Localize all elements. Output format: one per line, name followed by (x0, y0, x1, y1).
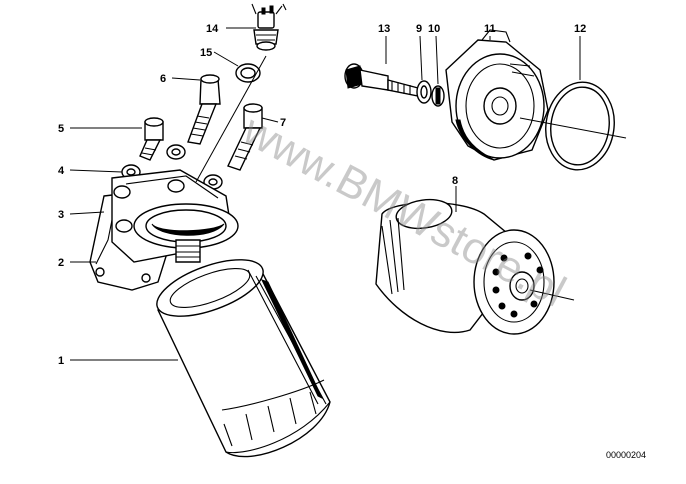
oil-filter-1 (156, 259, 331, 458)
filter-cover-11 (445, 29, 549, 161)
callout-10: 10 (428, 23, 440, 35)
callout-3: 3 (58, 209, 64, 221)
screw-7 (227, 103, 263, 171)
seal-10 (431, 85, 445, 107)
callout-9: 9 (416, 23, 422, 35)
oil-pressure-switch (251, 3, 287, 51)
callout-13: 13 (378, 23, 390, 35)
callout-8: 8 (452, 175, 458, 187)
leader-lines (69, 27, 627, 361)
callout-7: 7 (280, 117, 286, 129)
sealing-ring-9 (416, 80, 432, 104)
callout-5: 5 (58, 123, 64, 135)
valve-bolt-13 (344, 63, 419, 97)
screw-5 (139, 117, 164, 161)
o-ring-12 (545, 81, 615, 171)
callout-12: 12 (574, 23, 586, 35)
callout-14: 14 (206, 23, 219, 35)
sealing-ring-15 (235, 63, 261, 83)
callout-4: 4 (58, 165, 65, 177)
oil-filter-8 (375, 198, 555, 335)
callout-11: 11 (484, 23, 496, 35)
callout-labels: 1 2 3 4 5 6 7 8 9 10 11 12 13 14 15 (58, 23, 586, 367)
screw-6 (187, 74, 221, 145)
filter-head-3 (111, 169, 239, 263)
drawing-code: 00000204 (606, 450, 646, 460)
callout-2: 2 (58, 257, 64, 269)
callout-6: 6 (160, 73, 166, 85)
callout-1: 1 (58, 355, 64, 367)
callout-15: 15 (200, 47, 212, 59)
